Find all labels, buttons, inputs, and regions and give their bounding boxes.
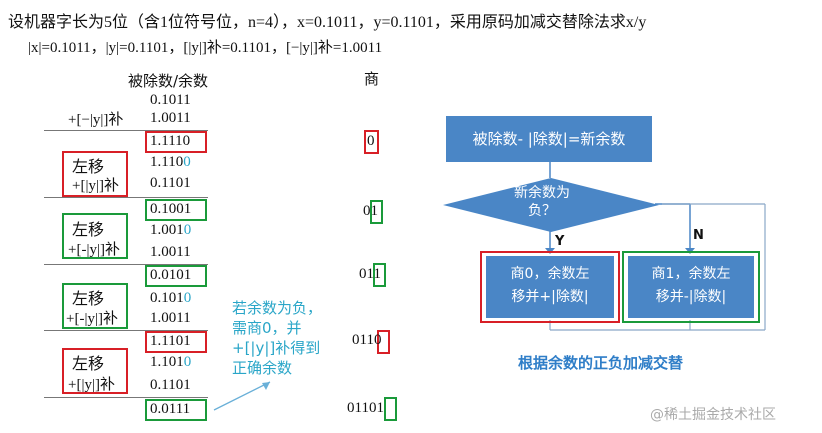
highlight-frame-green (622, 251, 760, 323)
divider-line (44, 130, 208, 131)
value-cell: 1.1100 (150, 154, 191, 170)
shift-left-label: 左移 (72, 289, 105, 308)
operation-box (62, 348, 128, 394)
operation-label: +[|y|]补 (68, 377, 115, 393)
quotient-cell: 0 (367, 133, 375, 149)
quotient-box (370, 200, 383, 224)
divider-line (44, 330, 208, 331)
quotient-cell: 01101 (347, 400, 384, 416)
flowchart-connectors (545, 162, 766, 331)
decision-line: 负？ (528, 203, 556, 219)
flowchart-start-box: 被除数- |除数|=新余数 (446, 116, 652, 162)
value-cell: 0.0101 (150, 267, 192, 283)
remainder-box (145, 399, 207, 421)
value-cell: 0.1101 (150, 377, 191, 393)
divider-line (44, 197, 208, 198)
annotation-line: +[|y|]补得到 (232, 339, 321, 357)
highlight-frame-red (480, 251, 620, 323)
watermark: @稀土掘金技术社区 (650, 407, 776, 423)
box-line: 移并-|除数| (655, 289, 727, 305)
operation-label: +[−|y|]补 (68, 112, 124, 128)
col-header-dividend: 被除数/余数 (128, 72, 209, 90)
operation-label: +[-|y|]补 (68, 242, 120, 258)
decision-line: 新余数为 (514, 185, 570, 201)
operation-label: +[-|y|]补 (66, 311, 118, 327)
value-cell: 1.0010 (150, 222, 192, 238)
flowchart-quotient-one-box: 商1，余数左 移并-|除数| (628, 256, 754, 318)
operation-box (62, 283, 128, 329)
value-cell: 0.1011 (150, 92, 191, 108)
remainder-box (145, 199, 207, 221)
value-cell: 0.1101 (150, 175, 191, 191)
header-title: 设机器字长为5位（含1位符号位，n=4），x=0.1011，y=0.1101，采… (8, 14, 647, 31)
box-line: 商0，余数左 (510, 266, 590, 282)
col-header-quotient: 商 (364, 70, 380, 88)
flowchart-caption: 根据余数的正负加减交替 (518, 354, 684, 372)
operation-label: +[|y|]补 (72, 178, 119, 194)
operation-box (62, 151, 128, 197)
remainder-box (145, 131, 207, 153)
value-cell: 0.0111 (150, 401, 191, 417)
annotation-arrow (213, 381, 271, 411)
value-cell: 1.0011 (150, 310, 191, 326)
shift-left-label: 左移 (72, 157, 105, 176)
value-cell: 1.0011 (150, 244, 191, 260)
flowchart-quotient-zero-box: 商0，余数左 移并+|除数| (486, 256, 614, 318)
value-cell: 1.1110 (150, 133, 191, 149)
shift-left-label: 左移 (72, 220, 105, 239)
value-cell: 0.1001 (150, 201, 192, 217)
annotation-line: 需商0，并 (232, 319, 302, 337)
yes-label: Y (555, 234, 565, 249)
flowchart-decision-diamond (443, 178, 659, 232)
value-cell: 1.1010 (150, 354, 192, 370)
remainder-box (145, 331, 207, 353)
value-cell: 1.1101 (150, 333, 191, 349)
quotient-box (384, 397, 397, 421)
quotient-box (377, 330, 390, 354)
remainder-box (145, 265, 207, 287)
operation-box (62, 213, 128, 259)
header-subtitle: |x|=0.1011，|y|=0.1101，[|y|]补=0.1101，[−|y… (28, 40, 383, 56)
quotient-cell: 011 (359, 266, 381, 282)
annotation-note: 若余数为负， 需商0，并 +[|y|]补得到 正确余数 (232, 298, 322, 378)
flowchart-decision-text: 新余数为 负？ (514, 184, 570, 220)
box-line: 商1，余数左 (651, 266, 731, 282)
annotation-line: 正确余数 (232, 359, 293, 377)
divider-line (44, 397, 208, 398)
value-cell: 1.0011 (150, 110, 191, 126)
value-cell: 0.1010 (150, 290, 192, 306)
divider-line (44, 264, 208, 265)
quotient-cell: 0110 (352, 332, 382, 348)
quotient-box (364, 130, 379, 154)
annotation-line: 若余数为负， (232, 299, 323, 317)
quotient-box (373, 263, 386, 287)
quotient-cell: 01 (363, 203, 378, 219)
no-label: N (693, 228, 704, 243)
box-line: 移并+|除数| (511, 289, 589, 305)
shift-left-label: 左移 (72, 354, 105, 373)
